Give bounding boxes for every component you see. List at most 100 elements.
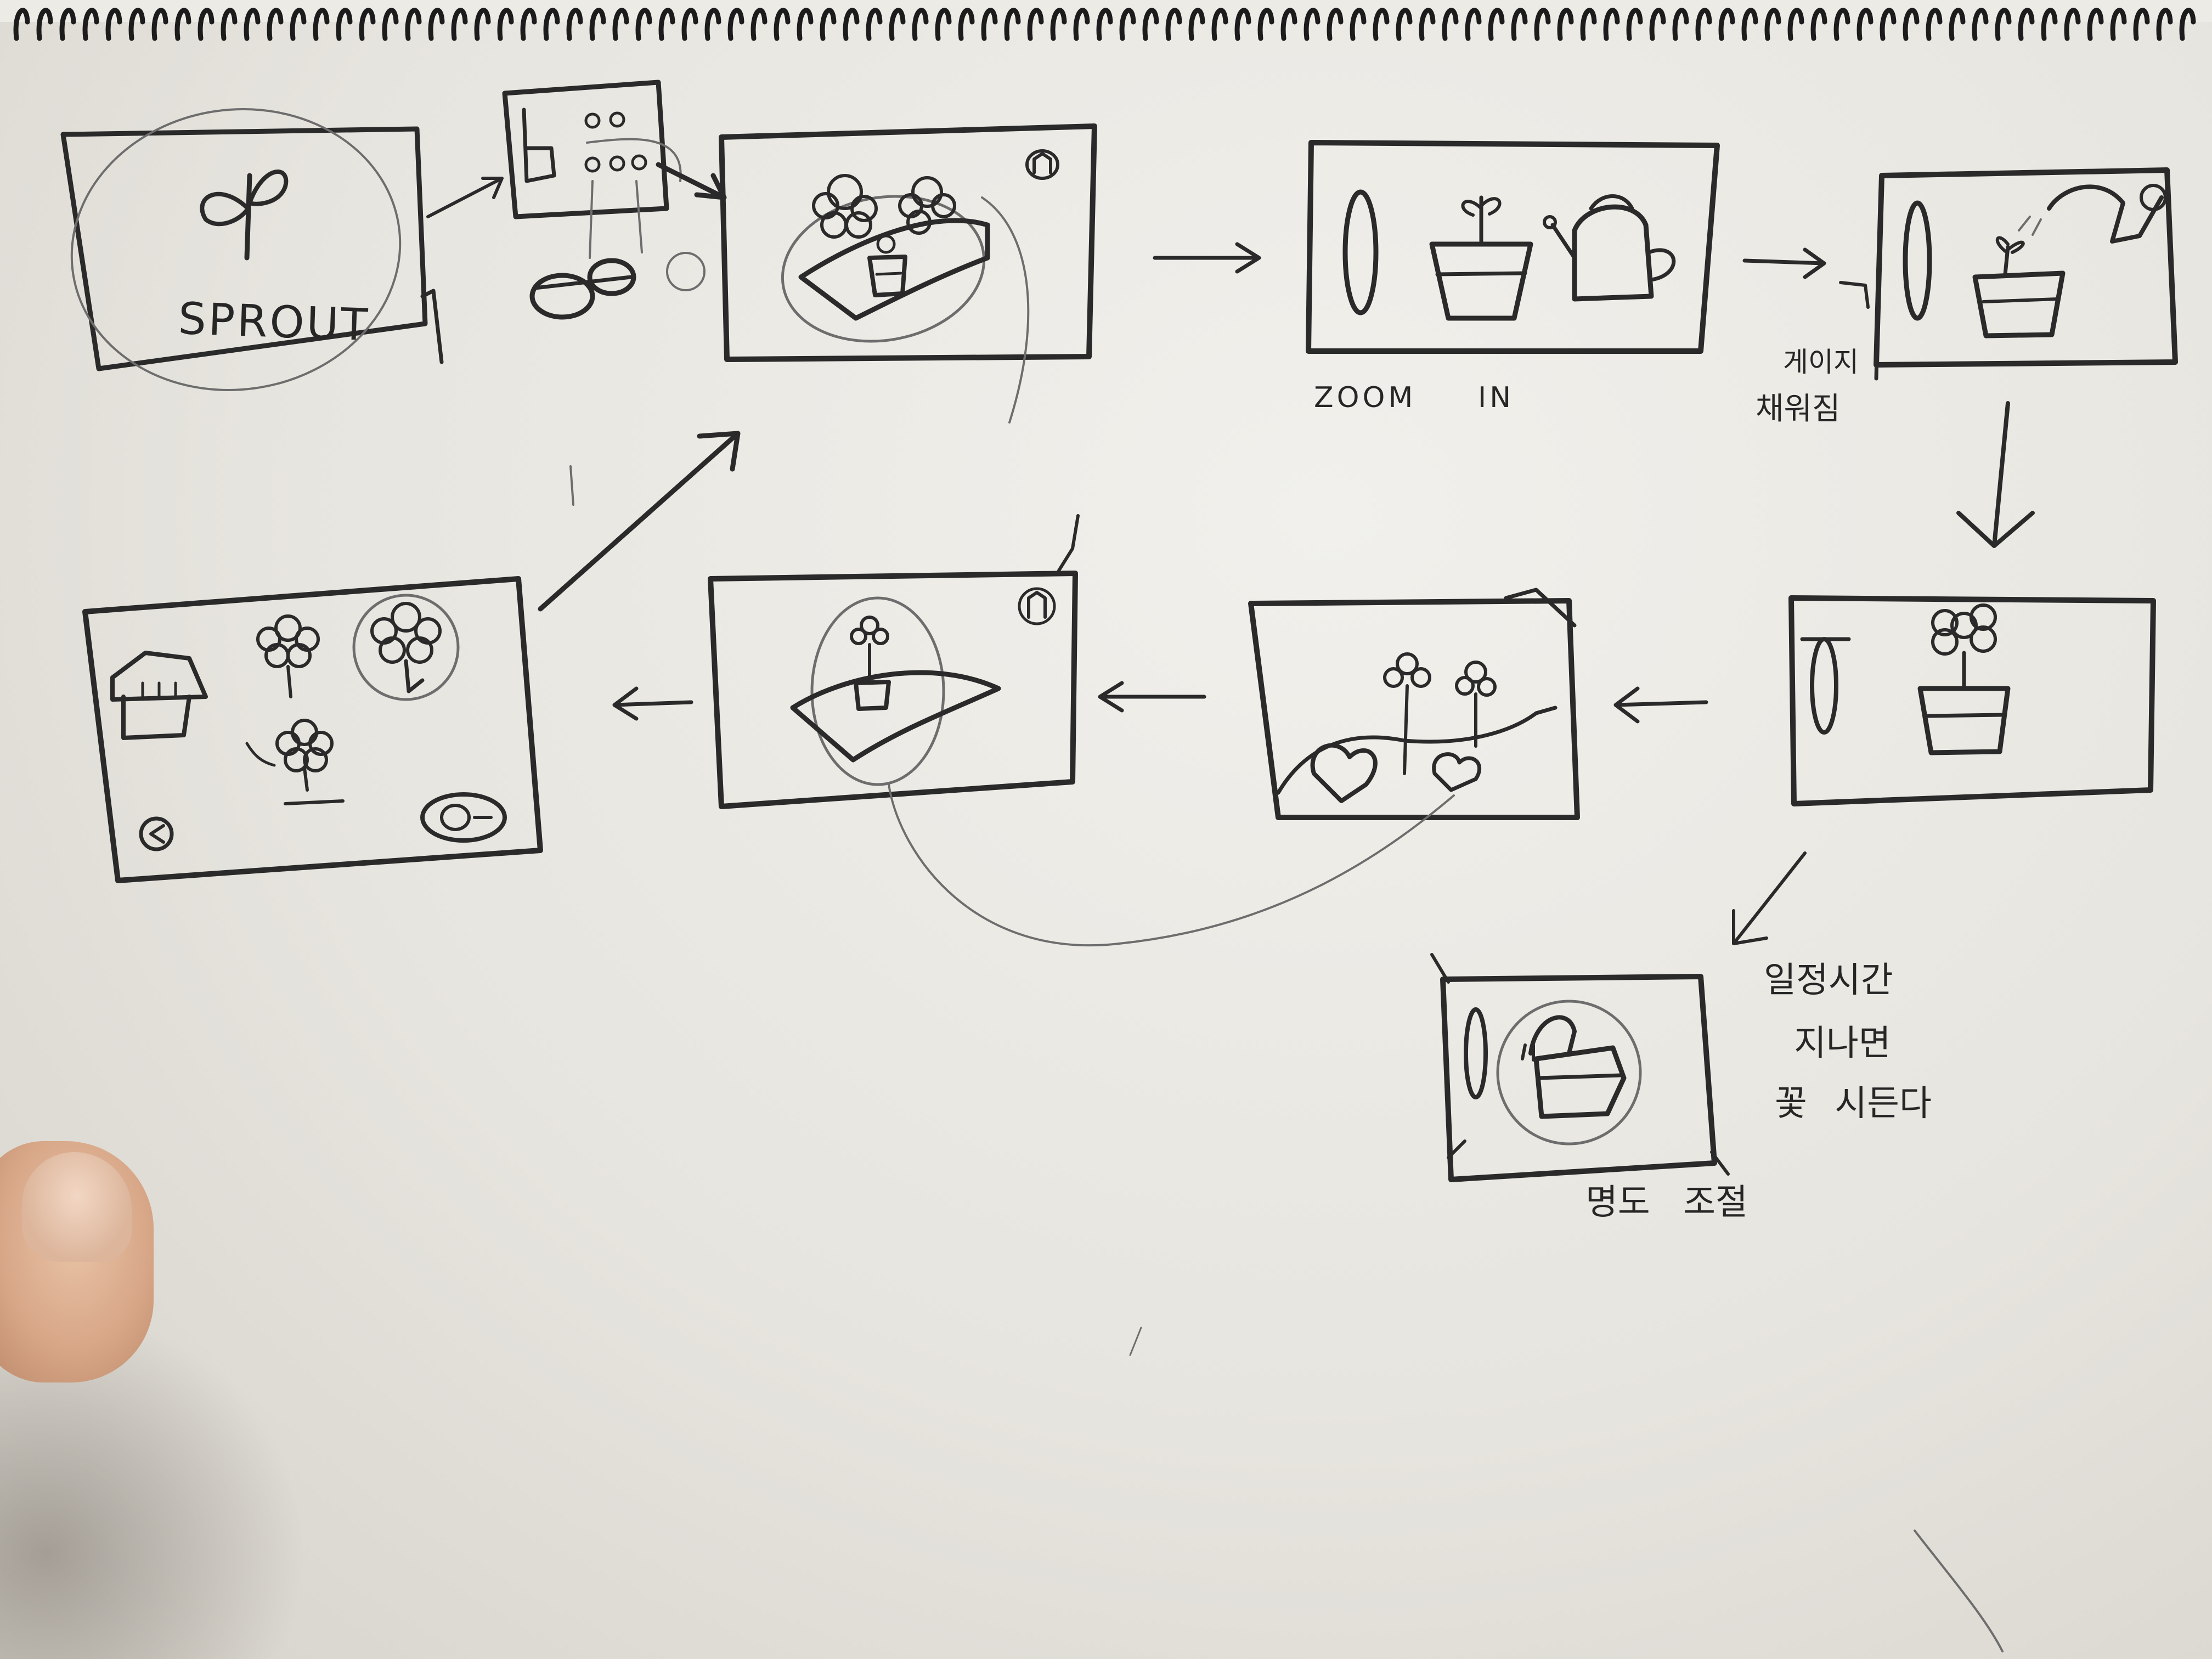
gauge-bar [1342,189,1379,315]
spiral-loop [2156,8,2173,41]
arrow-icon [612,686,693,721]
frame-watering [1874,167,2178,381]
frame-wither [1430,953,1730,1182]
shop-icon [1018,587,1056,625]
spiral-loop [1718,8,1735,41]
spiral-loop [1327,8,1344,41]
sketch-paper [0,22,2212,1659]
spiral-loop [1603,8,1620,41]
flower-pot-icon [850,616,891,711]
spiral-loop [428,8,445,41]
toggle-icon [420,792,507,843]
arrow-icon [538,431,741,612]
heart-icon [1310,743,1378,803]
heart-icon [1432,752,1481,792]
frame-garden [719,123,1097,424]
spiral-loop [336,8,353,41]
spiral-loop [1649,8,1666,41]
time-note-line1: 일정시간 [1764,960,1893,1001]
spiral-loop [681,8,698,41]
spiral-loop [912,8,929,41]
spiral-loop [1050,8,1067,41]
spiral-loop [1142,8,1159,41]
spiral-loop [2179,8,2196,41]
frame-zoom-in [1306,140,1720,354]
spiral-loop [1419,8,1436,41]
spiral-loop [820,8,837,41]
frame-collection [82,576,543,883]
spiral-loop [59,8,76,41]
spiral-loop [1580,8,1597,41]
flower-icon [898,176,956,235]
spiral-loop [1373,8,1390,41]
spiral-loop [704,8,721,41]
flower-icon [1383,652,1431,775]
sprout-title: SPROUT [177,292,371,351]
spiral-loop [1211,8,1228,41]
gauge-bar [1810,637,1838,735]
arrow-icon [1098,681,1206,713]
arrow-icon [1956,401,2035,548]
gauge-note-line1: 게이지 [1783,346,1859,378]
spiral-loop [151,8,168,41]
spiral-loop [359,8,376,41]
spiral-loop [1787,8,1804,41]
spiral-loop [589,8,606,41]
spiral-loop [520,8,537,41]
spiral-loop [566,8,583,41]
spiral-loop [1442,8,1459,41]
flower-pot-icon [1917,603,2011,755]
spiral-loop [2041,8,2058,41]
watering-can-icon [1543,194,1676,302]
frame-garden-plants [1248,588,1580,820]
spiral-loop [1304,8,1321,41]
frame-title-screen [60,108,444,391]
spiral-loop [1695,8,1712,41]
spiral-loop [290,8,307,41]
spiral-loop [774,8,791,41]
arrow-icon [1732,851,1807,945]
flower-icon [1455,661,1497,748]
spiral-loop [1972,8,1989,41]
spiral-loop [1534,8,1551,41]
spiral-loop [1995,8,2012,41]
spiral-loop [382,8,399,41]
spiral-loop [2110,8,2127,41]
spiral-loop [1511,8,1528,41]
thumbnail [22,1152,132,1262]
spiral-loop [2133,8,2150,41]
spiral-loop [935,8,952,41]
spiral-loop [658,8,675,41]
spiral-loop [2018,8,2035,41]
arrow-icon [426,177,504,218]
spiral-loop [1096,8,1113,41]
flower-icon [812,174,878,239]
spiral-loop [797,8,814,41]
spiral-loop [497,8,514,41]
frame-bloom [1788,595,2156,806]
spiral-loop [1488,8,1505,41]
spiral-loop [221,8,238,41]
spiral-loop [1465,8,1482,41]
spiral-loop [1257,8,1274,41]
watering-can-icon [2047,184,2167,244]
spiral-loop [198,8,215,41]
spiral-loop [958,8,975,41]
sprout-icon [200,170,289,261]
spiral-loop [1165,8,1182,41]
back-button-icon [139,816,174,851]
wilted-flower-pot-icon [1521,1015,1627,1119]
gauge-note-line2: 채워짐 [1756,391,1841,427]
brightness-note: 명도 조절 [1585,1182,1748,1223]
spiral-loop [2087,8,2104,41]
sprout-pot-icon [1429,195,1533,321]
gauge-bar [1464,1007,1488,1099]
spiral-loop [751,8,768,41]
glasses-doodle [529,258,636,320]
frame-garden-return [708,514,1455,947]
spiral-loop [1350,8,1367,41]
spiral-loop [1234,8,1251,41]
spiral-loop [1741,8,1758,41]
arrow-icon [1742,247,1826,279]
spiral-loop [1810,8,1827,41]
